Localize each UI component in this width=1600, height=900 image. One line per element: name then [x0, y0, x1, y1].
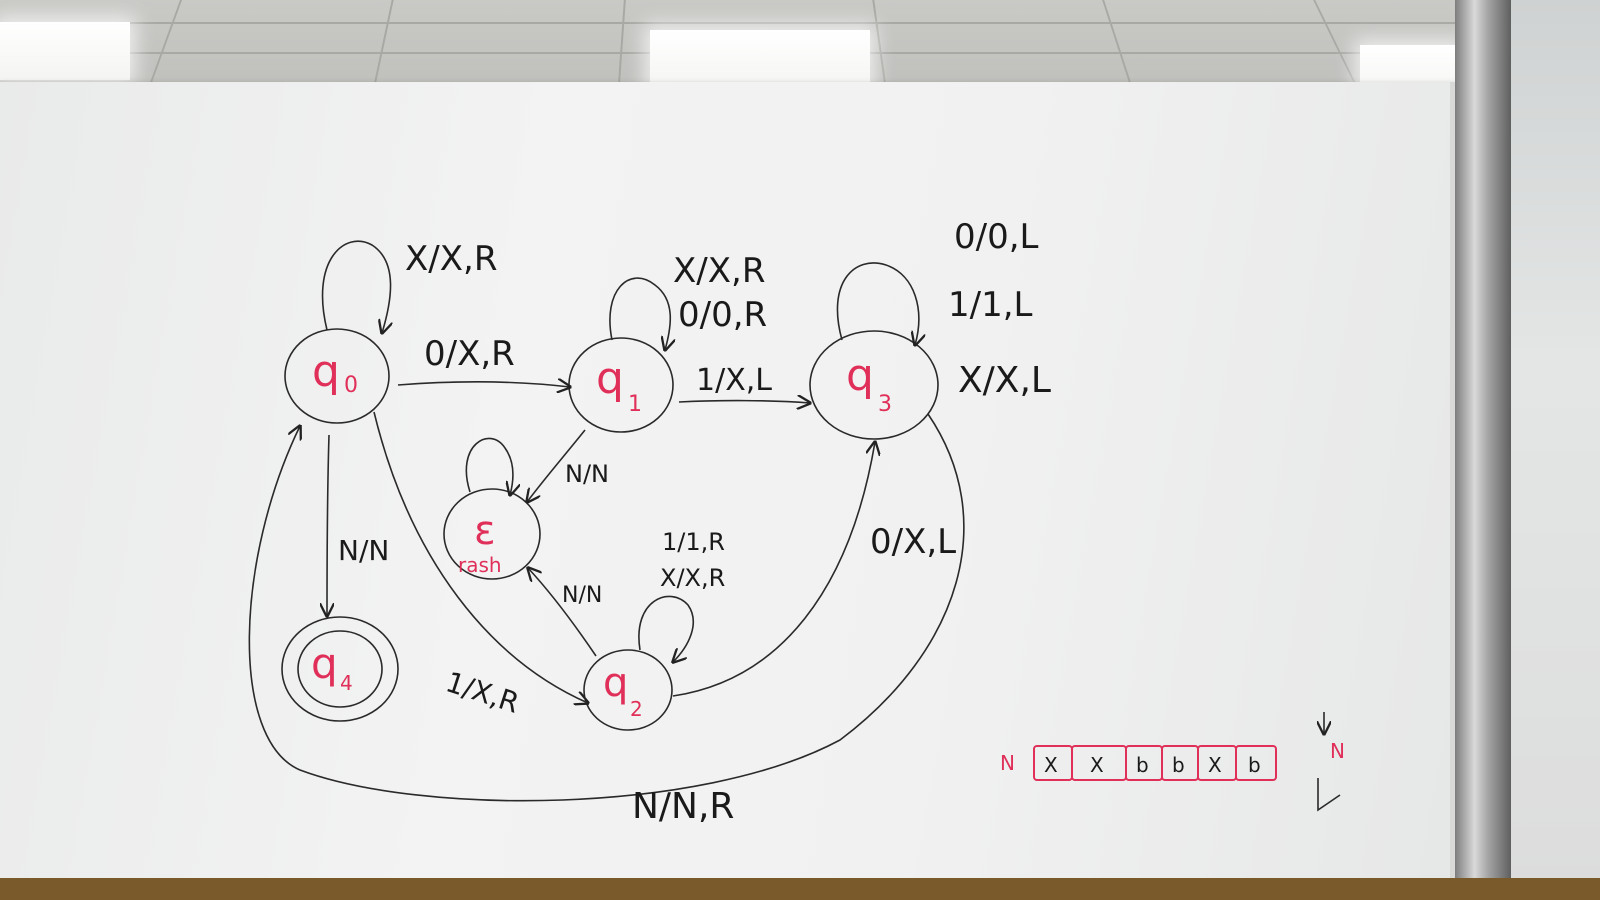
state-subscript: 3: [878, 392, 892, 417]
ceiling-light: [650, 30, 870, 92]
state-subscript: 2: [630, 697, 643, 721]
arrow-q2-crash: [528, 568, 597, 657]
tape-cell-symbol: X: [1208, 753, 1222, 777]
tape-cell-symbol: X: [1090, 753, 1104, 777]
transition-label: X/X,R: [660, 564, 725, 592]
tape-cell-symbol: b: [1172, 753, 1185, 777]
state-subscript: rash: [458, 553, 502, 577]
arrow-q0-q4: [327, 434, 329, 616]
state-label: q: [596, 353, 624, 404]
arrow-q3-loop: [836, 262, 918, 345]
state-circle: [809, 330, 939, 440]
state-circle: [583, 649, 673, 731]
state-subscript: 0: [344, 373, 358, 398]
tape-left-marker: N: [1000, 751, 1015, 775]
tape-cell-symbol: X: [1044, 753, 1058, 777]
arrow-q2-q3: [672, 442, 875, 697]
tape-cell-symbol: b: [1136, 753, 1149, 777]
arrow-q0-q2: [373, 411, 588, 703]
transition-label: N/N: [565, 460, 609, 488]
state-inner-circle: [297, 630, 383, 708]
ceiling-grid-line: [0, 22, 1600, 24]
transition-label: 0/0,R: [678, 295, 767, 335]
transition-label: N/N: [338, 534, 389, 567]
transition-label: 0/X,L: [870, 522, 956, 562]
tape-right-marker: N: [1330, 739, 1345, 763]
state-q1: q 1: [568, 337, 674, 433]
metal-pole: [1455, 0, 1511, 900]
tape-cell: b: [1125, 745, 1163, 781]
transition-label: 0/0,L: [954, 217, 1039, 257]
transition-label: N/N,R: [632, 786, 734, 827]
state-label: q: [846, 350, 874, 401]
state-subscript: 1: [628, 392, 642, 417]
transition-label: N/N: [562, 583, 602, 608]
transition-label: 1/1,R: [662, 528, 725, 556]
state-q0: q 0: [284, 328, 390, 424]
ceiling-light: [0, 22, 130, 80]
transition-label: X/X,L: [958, 360, 1051, 401]
transition-label: X/X,R: [673, 251, 765, 291]
arrow-q0-q1: [397, 382, 570, 387]
tape-cell: X: [1197, 745, 1237, 781]
arrow-q0-loop: [321, 240, 391, 333]
state-subscript: 4: [340, 671, 353, 695]
tape-arrow: [1317, 778, 1341, 812]
arrow-q1-q3: [678, 401, 810, 403]
transition-label: 1/1,L: [948, 285, 1033, 325]
state-label: ε: [474, 508, 496, 554]
arrow-crash-loop: [465, 437, 513, 495]
state-label: q: [311, 639, 338, 688]
state-circle: [443, 488, 541, 580]
state-q2: q 2: [583, 649, 673, 731]
arrow-q1-loop: [609, 277, 670, 350]
state-q4-accepting: q 4: [281, 616, 399, 722]
transition-label: X/X,R: [405, 239, 497, 279]
tape-cell-symbol: b: [1248, 753, 1261, 777]
floor: [0, 878, 1600, 900]
tape-cell: X: [1033, 745, 1073, 781]
transition-label: 1/X,R: [442, 665, 523, 719]
arrow-q3-q0: [248, 413, 965, 802]
state-label: q: [603, 660, 628, 706]
tape: N X X b b X b N: [1000, 712, 1345, 812]
state-label: q: [312, 346, 340, 397]
arrow-q1-crash: [527, 429, 586, 502]
transition-label: 1/X,L: [696, 363, 772, 398]
state-circle: [284, 328, 390, 424]
state-q3: q 3: [809, 330, 939, 440]
tape-cell: b: [1161, 745, 1199, 781]
state-outer-circle: [281, 616, 399, 722]
transition-label: 0/X,R: [424, 334, 515, 374]
tape-cell: b: [1235, 745, 1277, 781]
arrow-q2-loop: [638, 595, 695, 662]
state-crash: ε rash: [443, 488, 541, 580]
whiteboard: [0, 82, 1460, 882]
tape-cell: X: [1071, 745, 1127, 781]
